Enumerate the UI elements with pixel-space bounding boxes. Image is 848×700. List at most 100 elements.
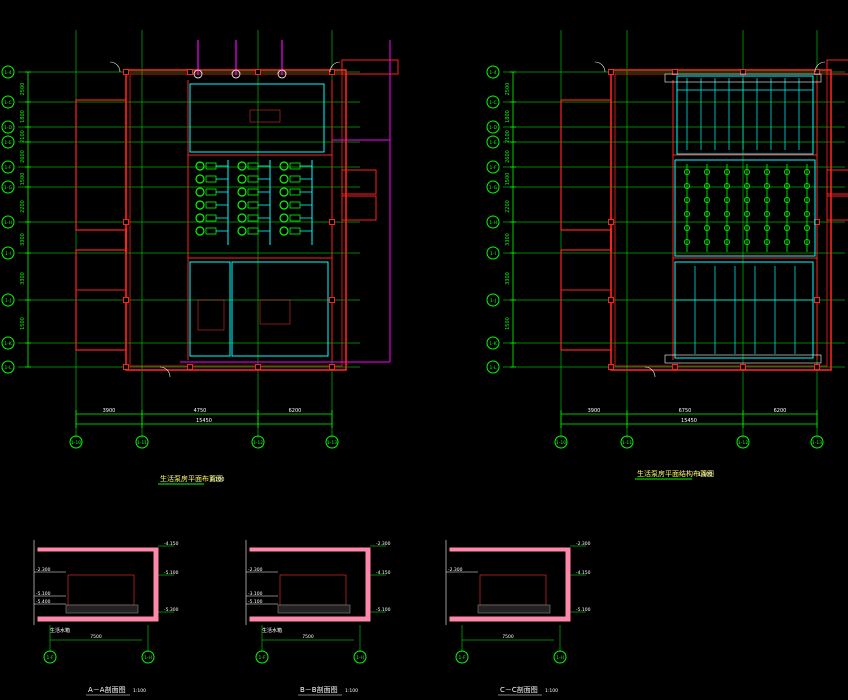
section-note: 生活水箱 [50,627,70,634]
axis-bubble-row-label: 1-G [4,185,13,191]
axis-bubble-row-circle [486,160,500,174]
section-level-right: -5.300 [164,607,179,613]
axis-bubble-row-label: 1-K [4,341,12,347]
dim-text-row: 2100 [505,130,511,143]
column [123,69,129,75]
top-right-shaft [826,59,848,75]
section-axis-bubble-circle [141,650,155,664]
pile-symbol [784,238,791,245]
section-axis-bubble-label: 1-F [258,655,265,661]
axis-bubble-row-circle [486,95,500,109]
section-axis-bubble-circle [43,650,57,664]
axis-bubble-col-label: 1-10 [556,440,566,446]
dim-text-col: 3900 [103,408,116,414]
pile-symbol [784,224,791,231]
plan-right-structure [664,73,822,364]
pile-symbol [744,196,751,203]
pile-symbol [764,224,771,231]
axis-bubble-col-circle [135,435,149,449]
section-axis-bubble-label: 1-H [556,655,564,661]
dim-text-row: 2200 [20,200,26,213]
pile-symbol [804,210,811,217]
section-1: -2.300-3.100-5.100-2.300-4.150-5.100生活水箱… [245,540,391,696]
section-level-right: -5.100 [576,607,591,613]
pile-symbol [724,182,731,189]
section-floor-slab [37,616,159,622]
plan-left-scale: 1:100 [210,477,224,483]
pump-symbol [195,213,205,223]
top-beam-hatch [664,73,822,83]
section-note: 生活水箱 [262,627,282,634]
section-floor-slab [249,616,371,622]
pile-symbol [764,238,771,245]
axis-bubble-col-label: 1-13 [812,440,822,446]
axis-bubble-col-circle [736,435,750,449]
section-title: B－B剖面图 [300,685,338,694]
section-right-wall [153,547,159,622]
pump-symbol [279,174,289,184]
section-scale: 1:100 [545,688,558,694]
axis-bubble-row-circle [486,360,500,374]
axis-bubble-row-label: 1-H [4,220,12,226]
section-axis-bubble-label: 1-H [356,655,364,661]
dim-text-row: 2100 [20,130,26,143]
dim-text-row: 1800 [20,110,26,123]
pile-symbol [744,182,751,189]
axis-bubble-row-label: 1-C [4,100,12,106]
door-arc [594,61,606,73]
column [123,219,129,225]
pile-symbol [764,182,771,189]
pile-symbol [784,210,791,217]
pump-symbol [195,200,205,210]
door-arc [644,366,656,378]
tank-upper [189,83,325,153]
column [672,69,678,75]
section-axis-bubble-circle [255,650,269,664]
section-level-right: -4.150 [376,570,391,576]
axis-bubble-row-label: 1-4 [489,70,496,76]
axis-bubble-col-circle [810,435,824,449]
pile-symbol [704,182,711,189]
section-level-right: -5.100 [376,607,391,613]
door-arc [814,61,826,73]
pile-symbol [744,210,751,217]
axis-bubble-row-label: 1-E [4,140,11,146]
pile-symbol [744,168,751,175]
pile-symbol [684,238,691,245]
column [187,69,193,75]
column [329,297,335,303]
axis-bubble-row-circle [1,336,15,350]
pile-symbol [804,168,811,175]
pile-symbol [704,168,711,175]
column [608,69,614,75]
plan-left-dimensions: 2500180021002600150022003300330015003900… [20,71,333,428]
door-arc [109,61,121,73]
dim-text-row: 2600 [505,150,511,163]
axis-bubble-row-label: 1-F [489,165,496,171]
axis-bubble-row-label: 1-J [5,298,11,304]
dim-text-row: 3300 [20,272,26,285]
column [814,364,820,370]
pump-symbol [237,213,247,223]
column [740,69,746,75]
axis-bubble-row-circle [486,215,500,229]
riser-circle [193,69,203,79]
column [608,219,614,225]
dim-text-total: 15450 [681,418,697,424]
door-arc [159,366,171,378]
section-roof-slab [249,547,367,552]
pump-symbol [279,213,289,223]
pile-symbol [684,196,691,203]
riser-circle [277,69,287,79]
plan-right-dimensions: 2500180021002600150022003300330015003900… [505,71,818,428]
axis-bubble-row-label: 1-K [489,341,497,347]
service-room-1 [341,169,377,195]
dim-text-row: 1800 [505,110,511,123]
dim-text-row: 2200 [505,200,511,213]
section-dim-text: 7500 [502,634,514,640]
column [187,364,193,370]
axis-bubble-row-circle [1,180,15,194]
